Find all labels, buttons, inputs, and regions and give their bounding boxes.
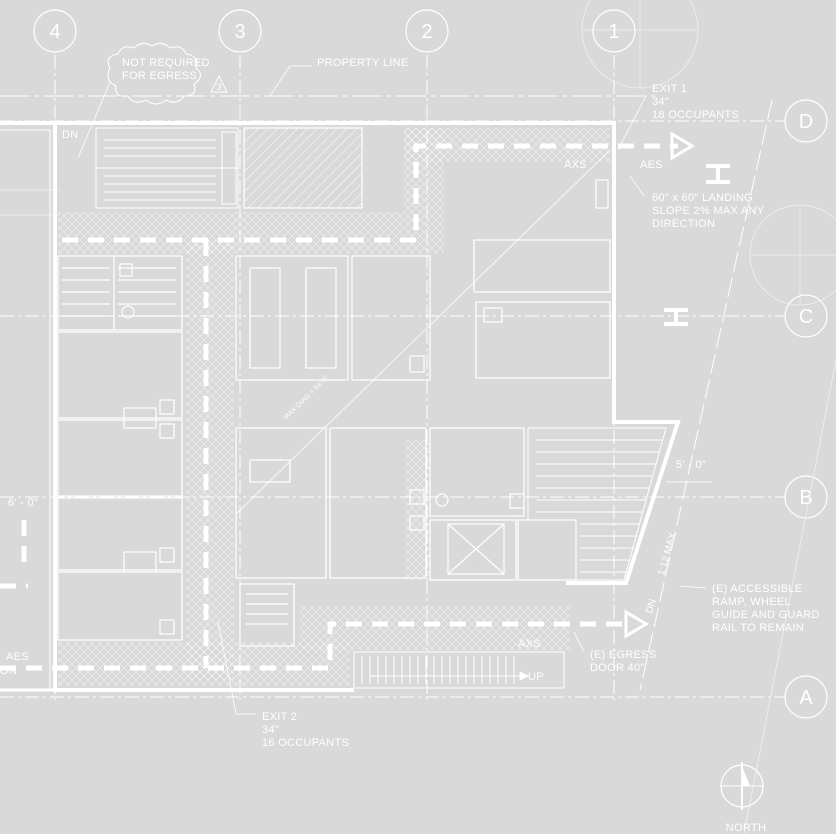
grid-bubble-4: 4 bbox=[33, 9, 77, 53]
grid-label-4: 4 bbox=[49, 21, 60, 43]
ramp-line-1: (E) ACCESSIBLE bbox=[712, 583, 802, 595]
exit2-width: 34" bbox=[262, 724, 279, 736]
exit1-arrow bbox=[670, 131, 695, 161]
grid-bubble-a: A bbox=[784, 675, 828, 719]
aes-tag-top: AES bbox=[640, 159, 663, 171]
landing-line-1: 60" x 60" LANDING bbox=[652, 192, 753, 204]
tree-symbol bbox=[0, 0, 836, 306]
ramp-slope-label: 1:12 MAX bbox=[656, 531, 679, 577]
exit2-name: EXIT 2 bbox=[262, 711, 297, 723]
grid-bubble-b: B bbox=[784, 475, 828, 519]
revision-cloud: NOT REQUIRED FOR EGRESS 3 bbox=[77, 42, 228, 159]
dn-tag-top: DN bbox=[62, 129, 79, 141]
exit-sign-icon bbox=[664, 308, 688, 326]
landing-line-2: SLOPE 2% MAX ANY bbox=[652, 205, 765, 217]
axs-tag-bottom: AXS bbox=[518, 638, 541, 650]
exit-south-arrow bbox=[624, 609, 649, 639]
cloud-note-line-2: FOR EGRESS bbox=[122, 70, 197, 82]
central-rooms bbox=[235, 179, 611, 647]
ramp-line-3: GUIDE AND GUARD bbox=[712, 609, 820, 621]
north-arrow-icon: NORTH bbox=[720, 762, 766, 834]
ramp-line-4: RAIL TO REMAIN bbox=[712, 622, 804, 634]
property-line-label: PROPERTY LINE bbox=[317, 57, 409, 69]
landing-note: 60" x 60" LANDING SLOPE 2% MAX ANY DIREC… bbox=[629, 175, 765, 230]
egress-door-line-2: DOOR 40" bbox=[590, 662, 645, 674]
landing-line-3: DIRECTION bbox=[652, 218, 715, 230]
grid-label-b: B bbox=[799, 487, 812, 509]
exit1-note: EXIT 1 34" 18 OCCUPANTS bbox=[617, 83, 739, 151]
grid-bubble-1: 1 bbox=[592, 9, 636, 53]
exit-sign-icon bbox=[706, 164, 730, 184]
egress-path bbox=[0, 143, 678, 671]
north-label: NORTH bbox=[726, 822, 766, 834]
left-units bbox=[57, 255, 183, 641]
grid-label-c: C bbox=[799, 306, 813, 328]
revision-tag: 3 bbox=[216, 82, 221, 92]
stair-south bbox=[353, 651, 565, 689]
grid-label-a: A bbox=[799, 687, 813, 709]
dn-ramp-label: DN bbox=[644, 598, 659, 615]
cloud-note-line-1: NOT REQUIRED bbox=[122, 57, 210, 69]
grid-label-2: 2 bbox=[421, 21, 432, 43]
property-line: PROPERTY LINE bbox=[0, 57, 660, 97]
egress-door-note: (E) EGRESS DOOR 40" bbox=[573, 631, 657, 674]
exit2-occupants: 16 OCCUPANTS bbox=[262, 737, 349, 749]
on-tag-left: ON bbox=[0, 665, 17, 677]
shaft-outline bbox=[243, 127, 363, 209]
egress-door-line-1: (E) EGRESS bbox=[590, 649, 657, 661]
exit1-name: EXIT 1 bbox=[652, 83, 687, 95]
grid-bubble-2: 2 bbox=[405, 9, 449, 53]
grid-bubble-d: D bbox=[784, 99, 828, 143]
dim-left: 6' - 0" bbox=[8, 497, 38, 509]
grid-label-1: 1 bbox=[608, 21, 619, 43]
ramp bbox=[527, 427, 667, 581]
grid-label-d: D bbox=[799, 111, 813, 133]
ramp-line-2: RAMP, WHEEL bbox=[712, 596, 791, 608]
max-diag-label: MAX DIAG = 54'-9" bbox=[283, 374, 331, 421]
corridor-hatch bbox=[58, 128, 610, 686]
up-stair-label: UP bbox=[528, 671, 544, 683]
axs-tag-top: AXS bbox=[564, 159, 587, 171]
stair-north bbox=[95, 127, 239, 209]
east-edge bbox=[639, 99, 773, 691]
exit1-occupants: 18 OCCUPANTS bbox=[652, 109, 739, 121]
exit1-width: 34" bbox=[652, 96, 669, 108]
street-edge bbox=[743, 359, 836, 834]
grid-bubble-c: C bbox=[784, 294, 828, 338]
aes-tag-left: AES bbox=[6, 651, 29, 663]
grid-bubble-3: 3 bbox=[218, 9, 262, 53]
ramp-note: (E) ACCESSIBLE RAMP, WHEEL GUIDE AND GUA… bbox=[679, 583, 820, 634]
shaft bbox=[244, 128, 362, 208]
grid-label-3: 3 bbox=[234, 21, 245, 43]
exterior-walls bbox=[0, 121, 681, 692]
dim-right: 5' - 0" bbox=[676, 459, 706, 471]
exit2-note: EXIT 2 34" 16 OCCUPANTS bbox=[217, 621, 349, 749]
